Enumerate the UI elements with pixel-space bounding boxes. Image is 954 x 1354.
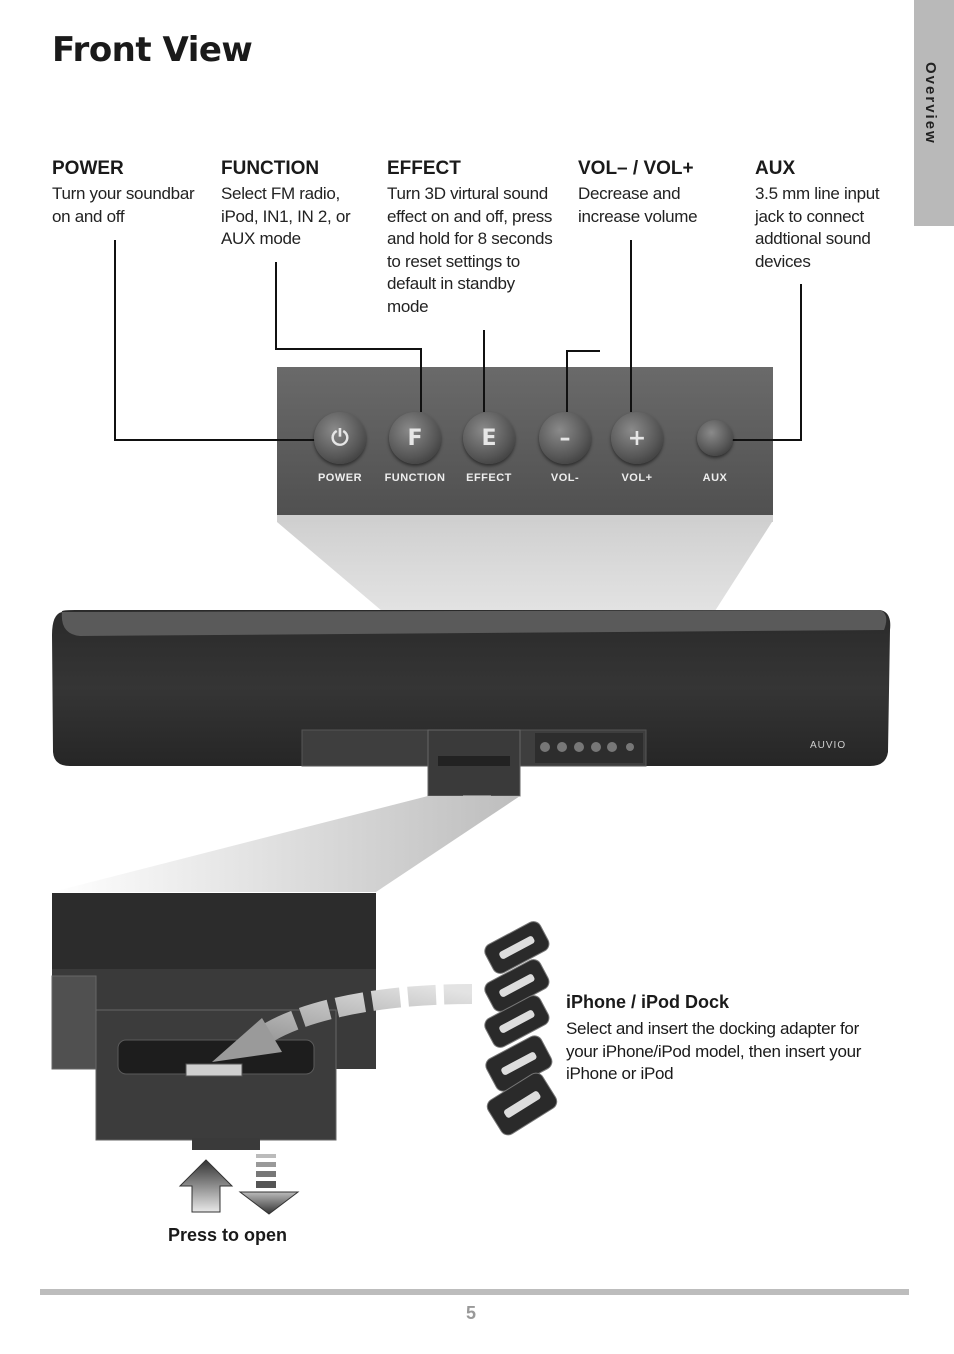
press-arrows bbox=[178, 1154, 300, 1215]
callout-function: FUNCTION Select FM radio, iPod, IN1, IN … bbox=[221, 158, 391, 251]
panel-button-function[interactable]: F bbox=[389, 412, 441, 464]
leader-lines bbox=[114, 240, 802, 441]
dock-adapter-stack bbox=[484, 921, 558, 1136]
soundbar bbox=[52, 610, 891, 800]
dock-closeup bbox=[51, 893, 376, 1150]
panel-button-label: FUNCTION bbox=[384, 472, 446, 484]
callout-text: 3.5 mm line input jack to connect addtio… bbox=[755, 184, 880, 271]
brand-logo: AUVIO bbox=[810, 740, 847, 751]
callout-effect: EFFECT Turn 3D virtural sound effect on … bbox=[387, 158, 557, 318]
callout-text: Select FM radio, iPod, IN1, IN 2, or AUX… bbox=[221, 184, 351, 248]
panel-button-label: VOL+ bbox=[621, 472, 653, 484]
page-title: Front View bbox=[52, 30, 253, 70]
callout-text: Decrease and increase volume bbox=[578, 184, 698, 226]
callout-title: POWER bbox=[52, 158, 124, 179]
panel-button-effect[interactable]: E bbox=[463, 412, 515, 464]
panel-button-vol-[interactable]: + bbox=[611, 412, 663, 464]
dock-description: Select and insert the docking adapter fo… bbox=[566, 1019, 862, 1083]
panel-button-glyph: + bbox=[627, 425, 647, 451]
callout-power: POWER Turn your soundbar on and off bbox=[52, 158, 222, 228]
callout-title: VOL– / VOL+ bbox=[578, 158, 694, 179]
panel-button-label: AUX bbox=[702, 472, 728, 484]
callout-text: Turn 3D virtural sound effect on and off… bbox=[387, 184, 553, 316]
callout-text: Turn your soundbar on and off bbox=[52, 184, 195, 226]
panel-button-aux[interactable] bbox=[697, 420, 733, 456]
panel-button-glyph: E bbox=[481, 425, 497, 451]
page-number: 5 bbox=[466, 1303, 477, 1323]
press-to-open-label: Press to open bbox=[168, 1225, 288, 1245]
mini-control-buttons bbox=[540, 742, 634, 752]
callout-aux: AUX 3.5 mm line input jack to connect ad… bbox=[755, 158, 925, 273]
insert-arrow bbox=[212, 984, 473, 1062]
panel-button-glyph: – bbox=[559, 425, 571, 451]
section-tab-label: Overview bbox=[922, 62, 939, 145]
panel-button-label: EFFECT bbox=[466, 472, 512, 484]
dock-title: iPhone / iPod Dock bbox=[566, 992, 730, 1012]
zoom-beam-bottom bbox=[52, 796, 520, 892]
panel-button-label: VOL- bbox=[550, 472, 580, 484]
panel-button-glyph: F bbox=[407, 425, 423, 451]
panel-button-vol-[interactable]: – bbox=[539, 412, 591, 464]
panel-button-glyph: ⏻ bbox=[331, 425, 349, 451]
callout-volume: VOL– / VOL+ Decrease and increase volume bbox=[578, 158, 748, 228]
callout-title: EFFECT bbox=[387, 158, 461, 179]
footer-rule bbox=[40, 1289, 909, 1295]
panel-button-label: POWER bbox=[317, 472, 363, 484]
callout-title: FUNCTION bbox=[221, 158, 320, 179]
section-tab: Overview bbox=[914, 0, 954, 226]
panel-button-power[interactable]: ⏻ bbox=[314, 412, 366, 464]
callout-title: AUX bbox=[755, 158, 796, 179]
